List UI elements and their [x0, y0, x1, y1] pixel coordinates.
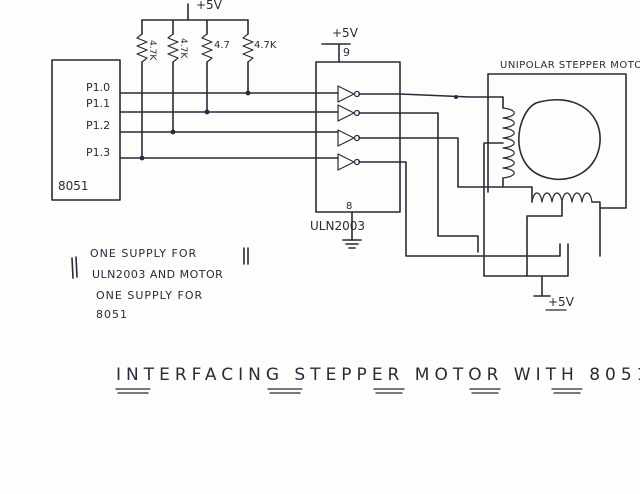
uln-supply-label: +5V — [332, 26, 359, 40]
motor-supply-label: +5V — [548, 295, 575, 309]
uln-pin9-label: 9 — [343, 46, 350, 59]
coil-b — [526, 192, 601, 267]
buffer-2 — [337, 104, 401, 122]
pin-p13-label: P1.3 — [86, 146, 110, 159]
coil-a — [483, 107, 515, 267]
note-line-2: ULN2003 AND MOTOR — [92, 268, 223, 281]
output-lines — [399, 93, 561, 257]
mcu-8051: 8051 P1.0 P1.1 P1.2 P1.3 — [51, 59, 121, 201]
note-line-4: 8051 — [96, 308, 128, 321]
resistor-3-label: 4.7 — [214, 40, 230, 51]
supply-note: ONE SUPPLY FOR ULN2003 AND MOTOR ONE SUP… — [71, 247, 249, 321]
uln-pin8-label: 8 — [346, 201, 352, 212]
motor-label: UNIPOLAR STEPPER MOTOR — [500, 60, 640, 71]
title-text: INTERFACING STEPPER MOTOR WITH 8051 — [116, 365, 640, 385]
pin-p11-label: P1.1 — [86, 97, 110, 110]
resistor-bank: 4.7K 4.7K 4.7 4.7K — [136, 19, 277, 159]
resistor-2: 4.7K — [167, 19, 188, 133]
diagram-title: INTERFACING STEPPER MOTOR WITH 8051 — [115, 365, 640, 394]
signal-lines — [119, 90, 339, 161]
rotor-circle — [518, 98, 601, 181]
pin-p12-label: P1.2 — [86, 119, 110, 132]
mcu-label: 8051 — [58, 179, 89, 193]
note-line-1: ONE SUPPLY FOR — [90, 247, 197, 260]
resistor-2-label: 4.7K — [178, 38, 188, 59]
top-supply: +5V — [141, 0, 249, 21]
resistor-1: 4.7K — [136, 19, 157, 159]
resistor-4: 4.7K — [242, 19, 277, 94]
stepper-motor: UNIPOLAR STEPPER MOTOR +5V — [483, 60, 640, 311]
uln-label: ULN2003 — [310, 219, 365, 233]
uln2003-driver: +5V 9 8 ULN2003 — [310, 26, 401, 249]
buffer-1 — [337, 85, 401, 103]
resistor-3: 4.7 — [201, 19, 230, 113]
pin-p10-label: P1.0 — [86, 81, 110, 94]
top-supply-label: +5V — [196, 0, 223, 12]
resistor-4-label: 4.7K — [254, 40, 277, 51]
buffer-4 — [337, 153, 401, 171]
buffer-3 — [337, 129, 401, 147]
resistor-1-label: 4.7K — [147, 40, 157, 61]
note-line-3: ONE SUPPLY FOR — [96, 289, 203, 302]
